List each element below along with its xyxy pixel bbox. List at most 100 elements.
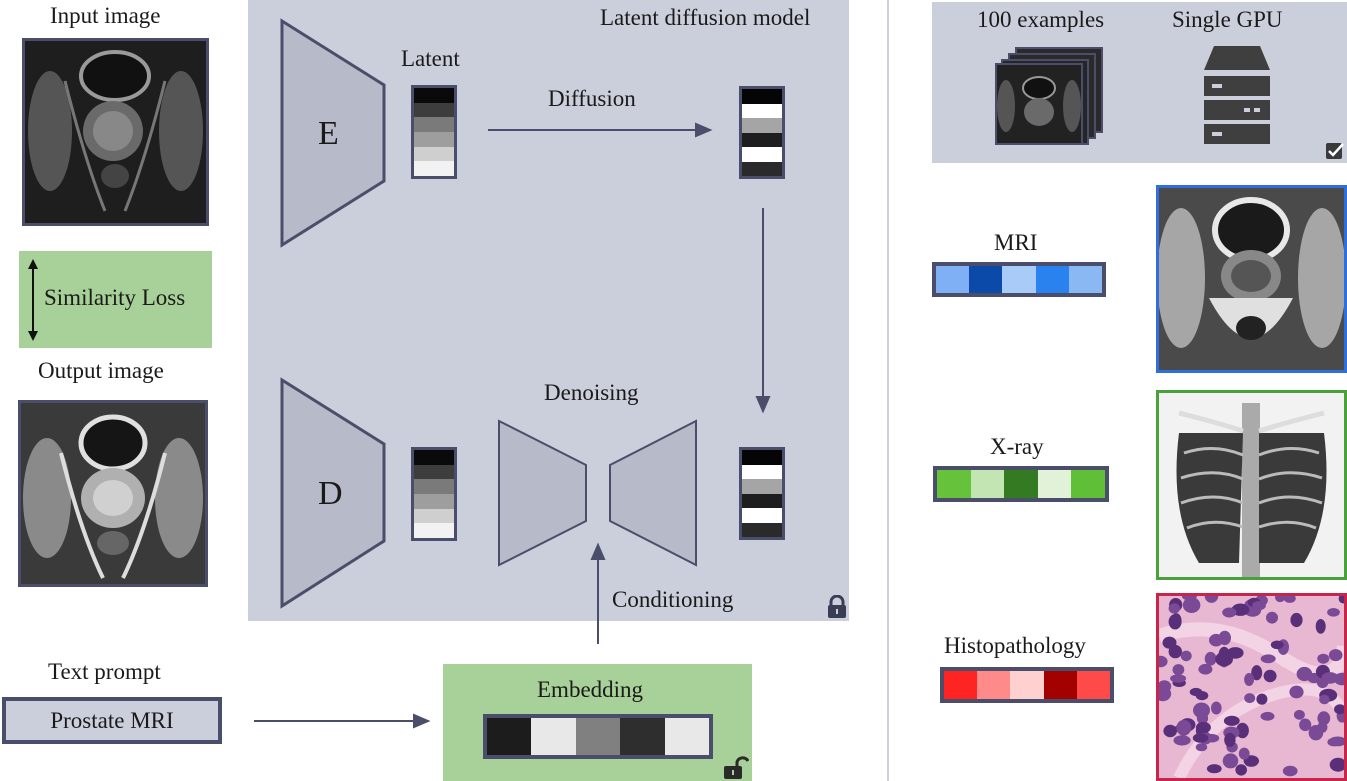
text-prompt-box: Prostate MRI: [2, 697, 222, 744]
decoder-letter: D: [318, 475, 343, 512]
latent-cell: [414, 464, 454, 480]
cell-nucleus: [1290, 612, 1303, 628]
latent-cell: [742, 132, 782, 147]
latent-cell: [414, 523, 454, 538]
embedding-box: Embedding: [443, 664, 752, 781]
latent-cell: [742, 479, 782, 494]
cell-nucleus: [1222, 607, 1237, 618]
cell-nucleus: [1308, 725, 1324, 741]
modality-cell: [1004, 470, 1038, 498]
embedding-cell: [620, 718, 665, 755]
mri-example-image: [1156, 185, 1347, 373]
cell-nucleus: [1211, 701, 1222, 715]
modality-label-histopathology: Histopathology: [944, 633, 1086, 658]
cell-nucleus: [1270, 640, 1284, 650]
latent-cell: [742, 161, 782, 176]
embedding-cell: [487, 718, 532, 755]
cell-nucleus: [1204, 651, 1217, 666]
cell-nucleus: [1334, 704, 1344, 715]
latent-cell: [414, 479, 454, 494]
latent-cell: [742, 103, 782, 118]
embedding-cell: [664, 718, 710, 755]
cell-nucleus: [1198, 663, 1213, 675]
latent-cell: [742, 464, 782, 479]
cell-nucleus: [1266, 611, 1278, 624]
cell-nucleus: [1244, 673, 1255, 686]
modality-cell: [1043, 671, 1077, 699]
cell-nucleus: [1162, 636, 1177, 649]
cell-nucleus: [1224, 732, 1236, 748]
cell-nucleus: [1204, 596, 1219, 603]
similarity-loss-box: Similarity Loss: [19, 251, 212, 348]
cell-nucleus: [1256, 693, 1268, 705]
cell-nucleus: [1293, 709, 1305, 720]
cell-nucleus: [1182, 597, 1201, 613]
compute-panel: 100 examples Single GPU: [932, 2, 1347, 163]
cell-nucleus: [1260, 654, 1276, 664]
latent-vector-denoise: [739, 447, 785, 540]
modality-cell: [1010, 671, 1044, 699]
cell-nucleus: [1321, 672, 1339, 684]
latent-cell: [414, 450, 454, 465]
denoising-label: Denoising: [544, 380, 639, 405]
unet-up-block: [609, 419, 697, 567]
cell-nucleus: [1193, 702, 1210, 719]
cell-nucleus: [1329, 736, 1344, 747]
lock-icon: [828, 595, 846, 618]
modality-vector-histopathology: [940, 667, 1114, 703]
cell-nucleus: [1327, 608, 1340, 617]
encoder-letter: E: [318, 115, 339, 152]
cell-nucleus: [1171, 613, 1182, 628]
cell-nucleus: [1235, 764, 1247, 776]
cell-nucleus: [1195, 743, 1208, 752]
cell-nucleus: [1223, 715, 1240, 726]
double-arrow-icon: [28, 259, 38, 341]
encoder-block: [280, 18, 386, 248]
latent-cell: [414, 161, 454, 176]
modality-cell: [1068, 266, 1103, 293]
latent-cell: [742, 493, 782, 508]
gpu-label: Single GPU: [1172, 7, 1283, 32]
latent-cell: [742, 522, 782, 537]
input-mri-image: [22, 38, 209, 226]
examples-label: 100 examples: [977, 7, 1105, 32]
text-prompt-title: Text prompt: [48, 659, 161, 684]
diffusion-label: Diffusion: [548, 86, 636, 111]
cell-nucleus: [1263, 669, 1277, 683]
latent-cell: [414, 88, 454, 103]
latent-vector-noised: [739, 86, 785, 179]
cell-nucleus: [1227, 647, 1244, 659]
decoder-block: [280, 377, 386, 609]
section-divider: [887, 0, 889, 781]
modality-vector-mri: [932, 262, 1106, 297]
cell-nucleus: [1289, 685, 1304, 699]
cell-nucleus: [1195, 721, 1211, 734]
cell-nucleus: [1192, 733, 1209, 743]
cell-nucleus: [1244, 693, 1256, 704]
cell-nucleus: [1168, 603, 1180, 614]
input-image-label: Input image: [50, 3, 161, 28]
conditioning-label: Conditioning: [612, 587, 734, 612]
latent-cell: [414, 131, 454, 147]
latent-cell: [742, 147, 782, 162]
cell-nucleus: [1170, 674, 1187, 683]
latent-label: Latent: [401, 46, 460, 71]
embedding-label: Embedding: [537, 677, 644, 702]
modality-cell: [977, 671, 1011, 699]
cell-nucleus: [1159, 655, 1168, 668]
cell-nucleus: [1296, 666, 1313, 682]
cell-nucleus: [1283, 596, 1296, 603]
unlock-icon: [724, 756, 749, 779]
cell-nucleus: [1328, 649, 1343, 662]
cell-nucleus: [1275, 596, 1286, 603]
embedding-vector: [483, 714, 713, 759]
output-image-label: Output image: [38, 358, 164, 383]
cell-nucleus: [1176, 719, 1192, 736]
cell-nucleus: [1209, 633, 1224, 647]
cell-nucleus: [1159, 680, 1172, 693]
latent-cell: [414, 493, 454, 509]
latent-cell: [742, 508, 782, 523]
modality-cell: [936, 266, 970, 293]
cell-nucleus: [1252, 601, 1266, 611]
cell-nucleus: [1282, 765, 1298, 777]
